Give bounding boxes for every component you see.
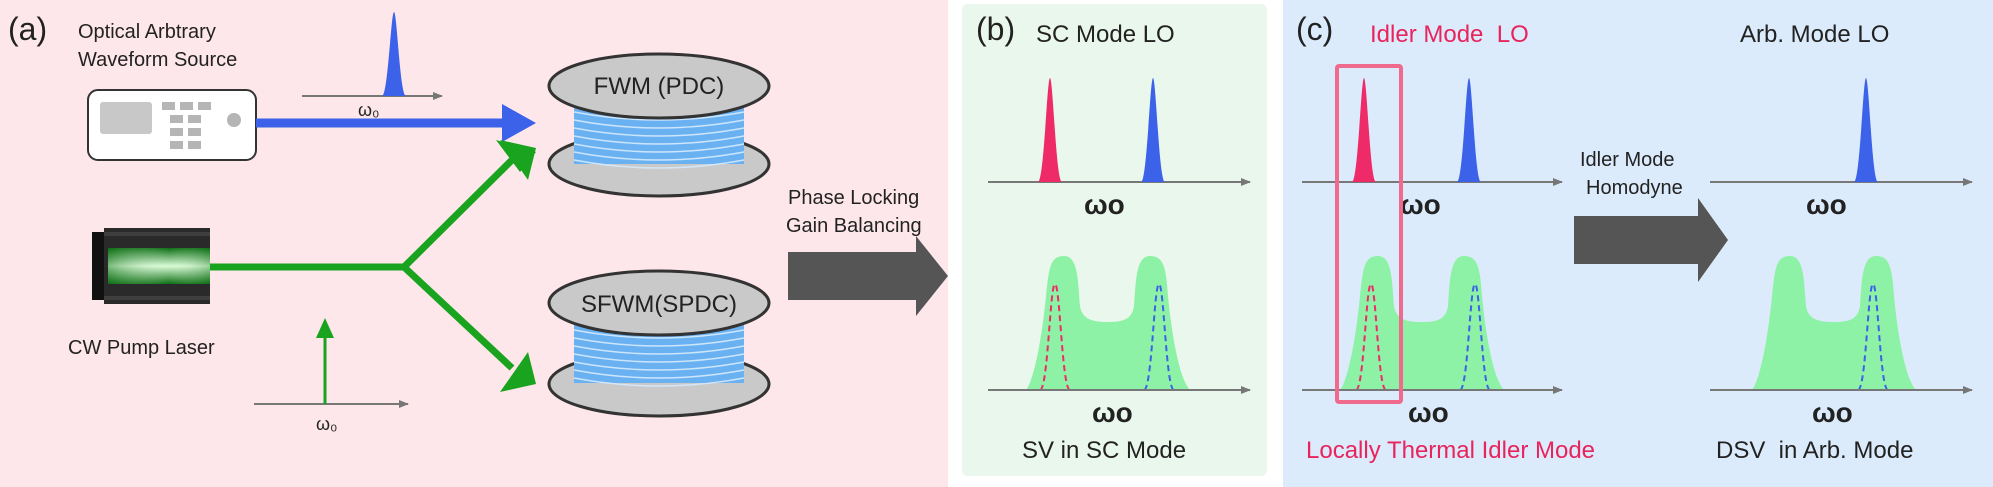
process-arrow [788, 236, 948, 316]
signal-lo-pulse-c [1457, 78, 1481, 182]
arb-lo-title: Arb. Mode LO [1740, 21, 1889, 48]
panel-a-tag: (a) [8, 11, 47, 47]
fiber-spool-icon [547, 269, 771, 418]
pump-beam-arrows [210, 140, 536, 392]
omega-label-c-left-top: ωo [1400, 189, 1441, 220]
idler-lo-pulse [1038, 78, 1062, 182]
signal-dashed-pulse-arb [1857, 282, 1889, 391]
panel-b-tag: (b) [976, 11, 1015, 47]
phase-locking-label: Phase Locking [788, 187, 919, 209]
signal-pulse [382, 12, 406, 96]
source-label-line1: Optical Arbtrary [78, 21, 216, 43]
omega-label-bottom: ω₀ [316, 414, 338, 434]
signal-pulse-plot [302, 12, 443, 100]
panel-c-right-caption: DSV in Arb. Mode [1716, 437, 1913, 464]
signal-lo-pulse [1141, 78, 1165, 182]
panel-b-title: SC Mode LO [1036, 21, 1175, 48]
omega-label-c-right-top: ωo [1806, 189, 1847, 220]
idler-mode-spectrum [1340, 256, 1504, 390]
source-label-line2: Waveform Source [78, 49, 237, 71]
omega-label-c-left-bottom: ωo [1408, 397, 1449, 428]
signal-dashed-pulse-c [1459, 282, 1491, 391]
panel-c-left-caption: Locally Thermal Idler Mode [1306, 437, 1595, 464]
omega-label-b-bottom: ωo [1092, 397, 1133, 428]
sc-mode-spectrum [1026, 256, 1190, 390]
idler-lo-title: Idler Mode LO [1370, 21, 1529, 48]
pump-label: CW Pump Laser [68, 337, 215, 359]
homodyne-line2: Homodyne [1586, 177, 1683, 199]
fiber-spool-icon [547, 52, 771, 198]
panel-c-tag: (c) [1296, 11, 1333, 47]
homodyne-arrow [1574, 198, 1728, 282]
waveform-generator-icon [87, 89, 257, 161]
idler-dashed-pulse [1039, 282, 1071, 391]
idler-dashed-pulse-c [1355, 282, 1387, 391]
panel-b: (b) SC Mode LO ωo ωo SV in SC Mode [976, 11, 1251, 464]
panel-a: (a) Optical Arbtrary Waveform Source [8, 11, 948, 434]
panel-b-caption: SV in SC Mode [1022, 437, 1186, 464]
panel-c: (c) Idler Mode LO Arb. Mode LO ωo ωo Loc… [1296, 11, 1973, 464]
homodyne-line1: Idler Mode [1580, 149, 1675, 171]
signal-dashed-pulse [1143, 282, 1175, 391]
omega-label-b-top: ωo [1084, 189, 1125, 220]
idler-highlight-box [1335, 64, 1403, 404]
sfwm-label: SFWM(SPDC) [581, 291, 737, 318]
omega-label-c-right-bottom: ωo [1812, 397, 1853, 428]
gain-balancing-label: Gain Balancing [786, 215, 922, 237]
fwm-label: FWM (PDC) [594, 73, 725, 100]
pump-spectrum-plot [254, 318, 409, 408]
omega-label-top: ω₀ [358, 100, 380, 120]
laser-icon [92, 228, 210, 304]
arb-lo-pulse [1854, 78, 1878, 182]
signal-beam-arrow [256, 104, 536, 142]
idler-lo-pulse-c [1352, 78, 1376, 182]
